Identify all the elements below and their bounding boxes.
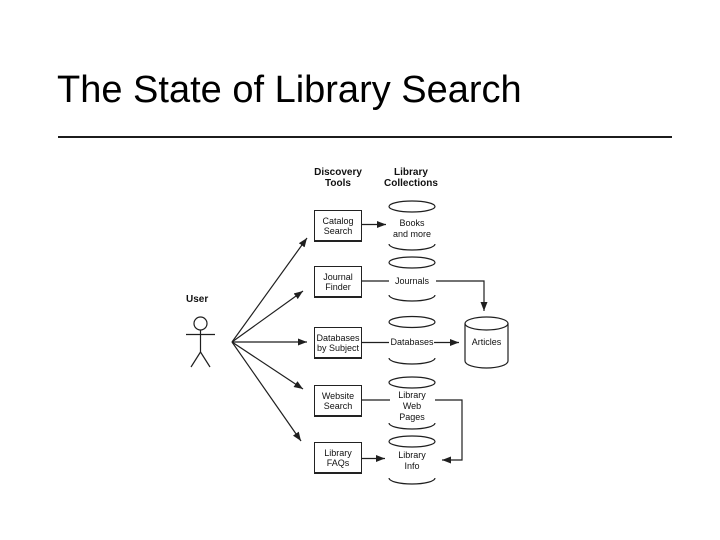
arrow-user-catalog-search <box>231 237 308 343</box>
user-to-tools-arrows <box>231 237 308 442</box>
collection-output-connectors <box>434 280 488 464</box>
column-header-library-collections: Library Collections <box>384 167 438 189</box>
user-figure-icon <box>186 316 215 368</box>
cylinder-label-databases: Databases <box>390 337 434 347</box>
tool-box-catalog-search: Catalog Search <box>314 210 362 242</box>
tool-box-library-faqs: Library FAQs <box>314 442 362 474</box>
cylinder-label-articles: Articles <box>471 337 502 347</box>
tool-box-website-search: Website Search <box>314 385 362 417</box>
tool-box-journal-finder: Journal Finder <box>314 266 362 298</box>
cylinder-label-books-and-more: Books and more <box>392 218 432 239</box>
user-label: User <box>186 294 209 305</box>
cylinder-label-library-web-pages: Library Web Pages <box>398 390 426 422</box>
cylinder-label-library-info: Library Info <box>398 450 426 471</box>
tool-box-databases-by-subject: Databases by Subject <box>314 327 362 359</box>
arrow-user-library-faqs <box>231 341 302 442</box>
page-title: The State of Library Search <box>57 69 522 111</box>
arrow-user-journal-finder <box>231 290 304 343</box>
cylinder-label-journals: Journals <box>394 276 430 286</box>
arrow-user-website-search <box>231 341 304 390</box>
title-underline <box>58 136 672 138</box>
arrow-journals-to-articles <box>436 280 488 311</box>
column-header-discovery-tools: Discovery Tools <box>314 167 362 189</box>
